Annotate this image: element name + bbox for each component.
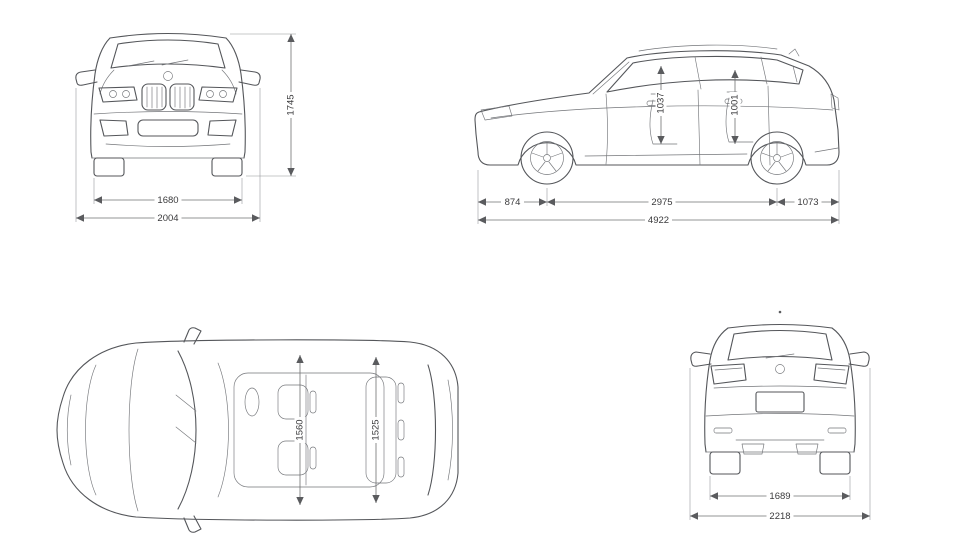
dim-label-overall-length: 4922 — [648, 215, 669, 226]
rear-track-dimension: 1689 — [709, 476, 851, 502]
rear-car-outline — [690, 310, 870, 475]
antenna-fin — [788, 48, 800, 57]
left-mirror-top — [183, 327, 202, 345]
front-left-wheel — [93, 157, 125, 177]
wipers-sketch — [175, 394, 197, 444]
front-right-wheel — [211, 157, 243, 177]
rear-overall-width-dimension: 2218 — [689, 368, 871, 522]
dim-label-rear-overall-width: 2218 — [769, 511, 790, 522]
rear-bench-sketch — [365, 376, 405, 484]
dim-label-front-overall-width: 2004 — [157, 213, 178, 224]
front-seats-sketch — [277, 384, 317, 476]
rear-wheel — [750, 131, 804, 185]
brand-roundel-icon — [163, 71, 173, 81]
top-car-outline — [56, 327, 459, 533]
license-plate-area — [755, 391, 805, 413]
dim-label-cabin-height-front: 1037 — [656, 92, 667, 113]
interior-width-front-dimension: 1560 — [294, 355, 306, 505]
front-track-dimension: 1680 — [93, 178, 243, 206]
antenna-mark — [778, 310, 782, 314]
rear-view: 1689 2218 — [689, 310, 871, 522]
dim-label-wheelbase: 2975 — [651, 197, 672, 208]
rear-left-wheel — [709, 451, 741, 475]
dim-label-interior-width-rear: 1525 — [371, 419, 382, 440]
cabin-height-front-dimension: 1037 — [655, 66, 667, 144]
dim-label-rear-overhang: 1073 — [797, 197, 818, 208]
front-overall-width-dimension: 2004 — [75, 88, 261, 224]
dim-label-interior-width-front: 1560 — [295, 419, 306, 440]
brand-roundel-icon — [775, 364, 785, 374]
panoramic-roof — [233, 372, 385, 488]
front-wheel — [520, 131, 574, 185]
top-view: 1560 1525 — [56, 327, 459, 533]
side-car-outline — [474, 44, 840, 185]
cabin-height-rear-dimension: 1001 — [729, 70, 741, 144]
right-mirror-top — [183, 515, 202, 533]
dim-label-rear-track: 1689 — [769, 491, 790, 502]
length-dimensions: 874 2975 1073 4922 — [477, 170, 840, 226]
steering-wheel-sketch — [244, 387, 260, 417]
rear-wiper-sketch — [765, 353, 795, 359]
dim-label-front-height: 1745 — [286, 94, 297, 115]
front-view: 1745 1680 2004 — [75, 32, 297, 224]
front-height-dimension: 1745 — [230, 33, 297, 177]
exhaust-tips — [741, 443, 819, 455]
dim-label-front-track: 1680 — [157, 195, 178, 206]
front-car-outline — [75, 32, 261, 177]
rear-right-wheel — [819, 451, 851, 475]
dim-label-cabin-height-rear: 1001 — [730, 94, 741, 115]
side-view: 1037 1001 874 2975 1073 4922 — [474, 44, 840, 226]
dim-label-front-overhang: 874 — [505, 197, 521, 208]
interior-width-rear-dimension: 1525 — [370, 357, 382, 503]
